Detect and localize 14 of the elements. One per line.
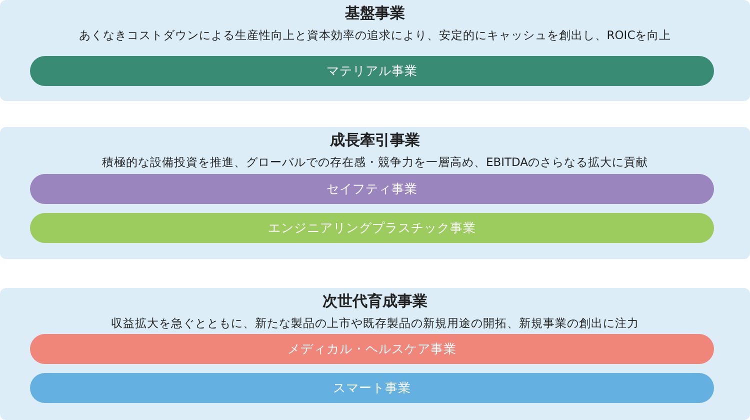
panel-description: 収益拡大を急ぐとともに、新たな製品の上市や既存製品の新規用途の開拓、新規事業の創出に注力 (110, 316, 640, 331)
business-bar: メディカル・ヘルスケア事業 (30, 334, 714, 364)
panel-heading: 次世代育成事業 (322, 292, 428, 311)
business-bar: エンジニアリングプラスチック事業 (30, 213, 714, 243)
panel-heading: 成長牽引事業 (328, 131, 421, 150)
business-bar: マテリアル事業 (30, 56, 714, 86)
business-bar: スマート事業 (30, 373, 714, 403)
segment-panel (0, 127, 750, 259)
panel-description: 積極的な設備投資を推進、グローバルでの存在感・競争力を一層高め、EBITDAのさらなる拡大に貢献 (100, 155, 650, 170)
panel-heading: 基盤事業 (344, 4, 406, 23)
segment-panel (0, 0, 750, 101)
segment-panel (0, 288, 750, 420)
panel-description: あくなきコストダウンによる生産性向上と資本効率の追求により、安定的にキャッシュを創出し、ROICを向上 (78, 28, 672, 43)
business-bar: セイフティ事業 (30, 174, 714, 204)
